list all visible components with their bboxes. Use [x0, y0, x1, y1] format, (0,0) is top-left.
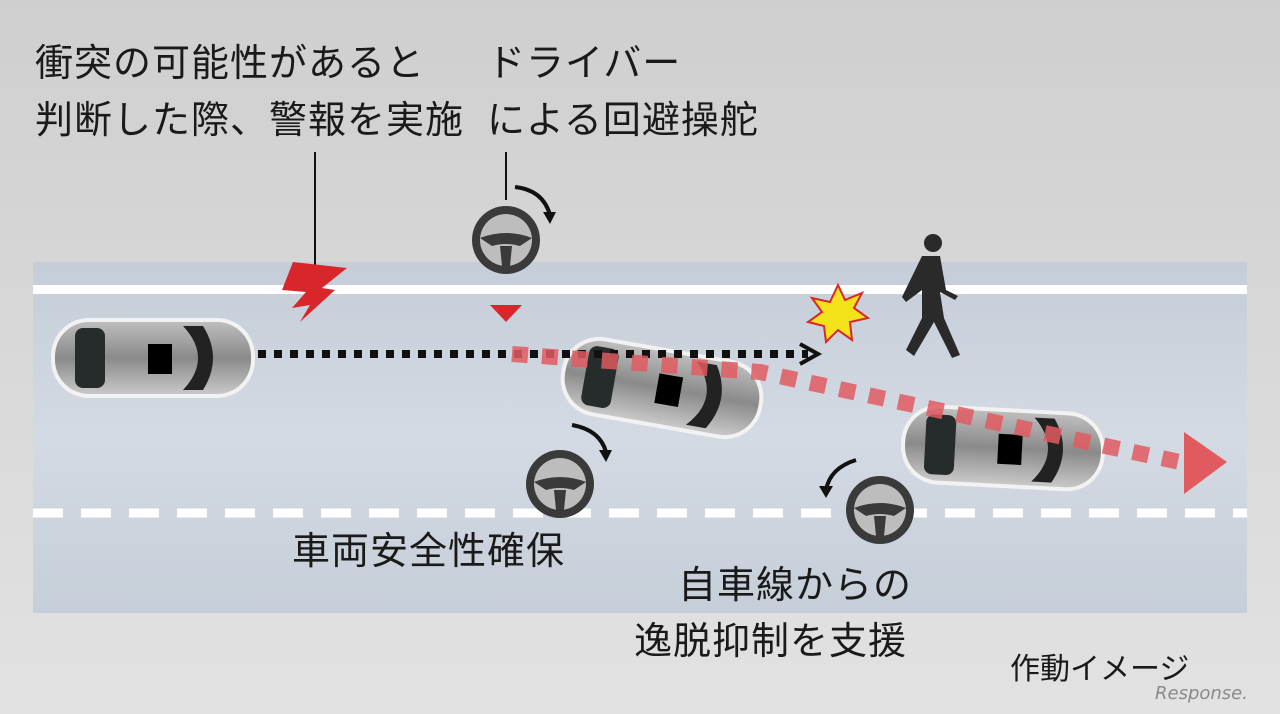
pedestrian-icon	[902, 234, 960, 358]
steering-wheel-stability-icon	[526, 450, 594, 518]
rotate-arrow-icon	[514, 185, 552, 216]
watermark-logo: Response.	[1155, 683, 1248, 704]
steering-wheel-lanekeep-icon	[846, 476, 914, 544]
steering-wheel-driver-icon	[472, 206, 540, 274]
rotate-arrow-icon	[571, 423, 608, 453]
arrowhead	[543, 212, 556, 224]
road-edge-line	[33, 285, 1247, 294]
driver-steer-label-line2: による回避操舵	[487, 98, 759, 142]
steer-point-marker-icon	[490, 305, 522, 322]
stability-label: 車両安全性確保	[292, 529, 566, 573]
lane-keep-label-line1: 自車線からの	[678, 563, 913, 607]
caption: 作動イメージ	[1010, 652, 1190, 687]
car-initial	[51, 318, 255, 398]
avoidance-path-red	[511, 346, 1182, 470]
chevron-arrow-icon	[799, 342, 823, 366]
red-arrowhead-icon	[1184, 432, 1227, 494]
warning-label-line2: 判断した際、警報を実施	[35, 98, 465, 142]
arrowhead	[819, 486, 833, 498]
arrowhead	[599, 450, 612, 462]
driver-steer-label-line1: ドライバー	[487, 41, 682, 85]
warning-label-line1: 衝突の可能性があると	[35, 41, 426, 85]
lane-keep-label-line2: 逸脱抑制を支援	[634, 619, 908, 663]
lightning-warning-icon	[282, 262, 347, 322]
collision-burst-icon	[805, 282, 871, 345]
